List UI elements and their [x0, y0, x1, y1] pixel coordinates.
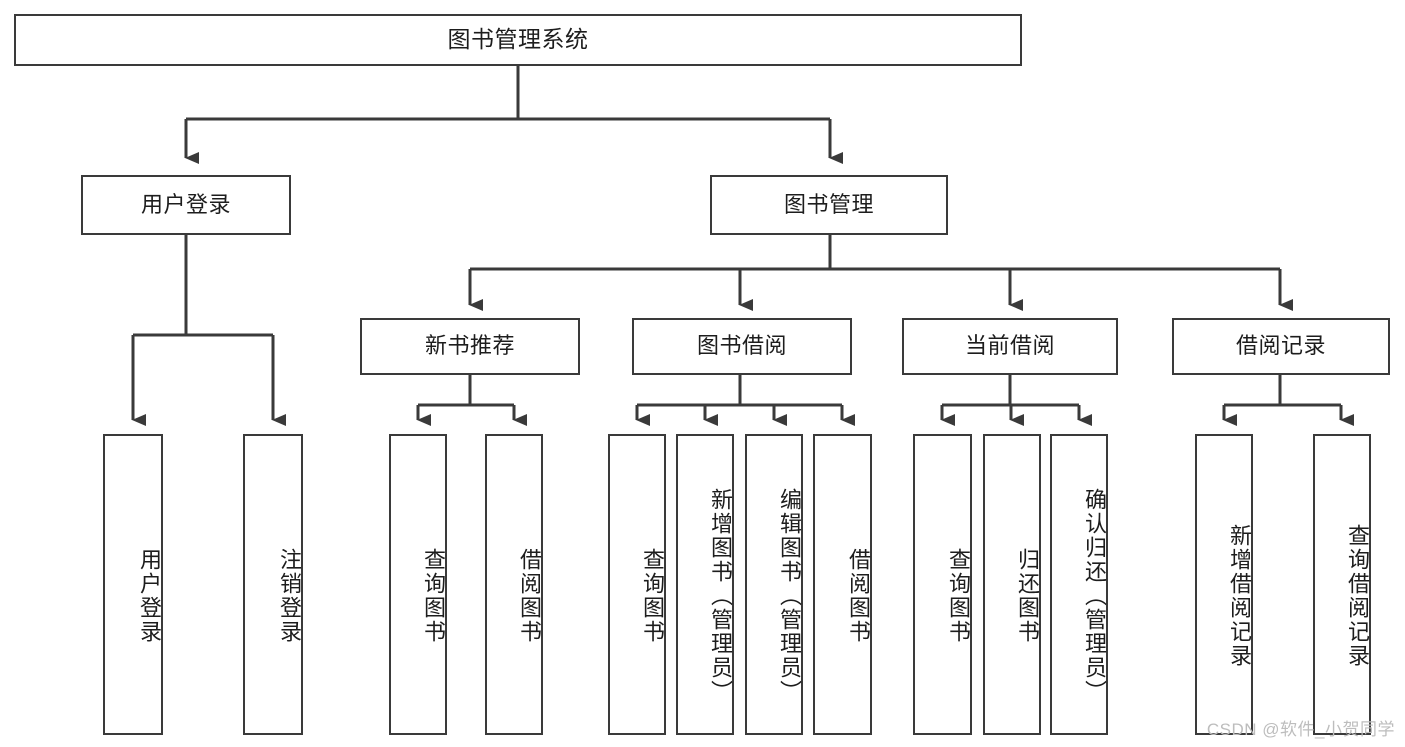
node-leaf-query-book-2[interactable]: 查询图书: [608, 434, 666, 735]
node-label: 注销登录: [277, 547, 302, 644]
node-label: 新书推荐: [424, 333, 515, 359]
node-label: 查询图书: [421, 547, 446, 644]
csdn-watermark: CSDN @软件_小贺同学: [1206, 720, 1395, 739]
node-label: 查询图书: [946, 547, 971, 644]
node-label: 归还图书: [1015, 547, 1040, 644]
node-leaf-borrow-book-2[interactable]: 借阅图书: [813, 434, 872, 735]
node-leaf-query-book-1[interactable]: 查询图书: [389, 434, 447, 735]
node-leaf-user-login[interactable]: 用户登录: [103, 434, 163, 735]
node-label: 编辑图书（管理员）: [777, 487, 802, 704]
node-label: 新增借阅记录: [1227, 523, 1252, 668]
node-leaf-confirm-return[interactable]: 确认归还（管理员）: [1050, 434, 1108, 735]
node-leaf-user-logout[interactable]: 注销登录: [243, 434, 303, 735]
node-label: 图书管理系统: [447, 26, 589, 53]
node-label: 新增图书（管理员）: [708, 487, 733, 704]
node-leaf-borrow-book-1[interactable]: 借阅图书: [485, 434, 543, 735]
node-label: 查询图书: [640, 547, 665, 644]
node-leaf-add-record[interactable]: 新增借阅记录: [1195, 434, 1253, 735]
node-label: 借阅图书: [517, 547, 542, 644]
node-leaf-query-book-3[interactable]: 查询图书: [913, 434, 972, 735]
node-label: 图书借阅: [696, 333, 787, 359]
node-user-login[interactable]: 用户登录: [81, 175, 291, 235]
node-borrow-record[interactable]: 借阅记录: [1172, 318, 1390, 375]
node-new-book-recommend[interactable]: 新书推荐: [360, 318, 580, 375]
node-leaf-add-book[interactable]: 新增图书（管理员）: [676, 434, 734, 735]
node-leaf-query-record[interactable]: 查询借阅记录: [1313, 434, 1371, 735]
node-leaf-edit-book[interactable]: 编辑图书（管理员）: [745, 434, 803, 735]
node-label: 用户登录: [140, 191, 231, 217]
node-book-manage[interactable]: 图书管理: [710, 175, 948, 235]
node-label: 借阅记录: [1235, 333, 1326, 359]
node-book-borrow[interactable]: 图书借阅: [632, 318, 852, 375]
node-label: 当前借阅: [964, 333, 1055, 359]
node-root-system[interactable]: 图书管理系统: [14, 14, 1022, 66]
node-label: 确认归还（管理员）: [1082, 487, 1107, 704]
node-label: 借阅图书: [846, 547, 871, 644]
node-label: 用户登录: [137, 547, 162, 644]
node-current-borrow[interactable]: 当前借阅: [902, 318, 1118, 375]
node-label: 图书管理: [783, 191, 874, 217]
node-label: 查询借阅记录: [1345, 523, 1370, 668]
node-leaf-return-book[interactable]: 归还图书: [983, 434, 1041, 735]
